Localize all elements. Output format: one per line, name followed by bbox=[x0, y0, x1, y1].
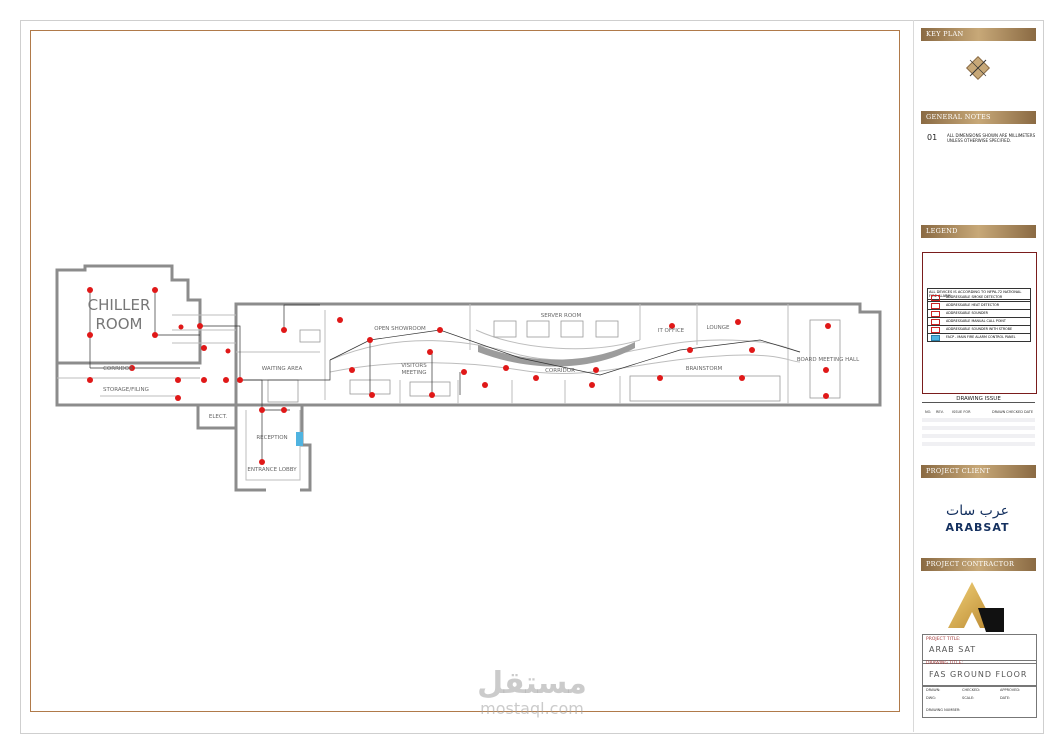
meta-drawing-number: DRAWING NUMBER: bbox=[926, 708, 961, 712]
note-number: 01 bbox=[927, 133, 938, 142]
strobe-icon bbox=[931, 327, 940, 333]
furniture bbox=[267, 319, 841, 403]
room-label-brainstorm: BRAINSTORM bbox=[686, 366, 723, 372]
meta-drawn: DRAWN: bbox=[926, 688, 941, 692]
drawing-title-box bbox=[922, 660, 1037, 686]
room-label-server: SERVER ROOM bbox=[541, 313, 582, 319]
drawing-frame bbox=[30, 30, 900, 712]
project-title-label: PROJECT TITLE: bbox=[926, 637, 961, 642]
note-text: ALL DIMENSIONS SHOWN ARE MILLIMETERS UNL… bbox=[947, 133, 1036, 143]
section-legend: LEGEND bbox=[921, 225, 1036, 238]
server-room-hatch bbox=[478, 342, 635, 367]
interior-lines bbox=[57, 304, 801, 481]
project-title-box bbox=[922, 634, 1037, 664]
watermark: مستقل mostaql.com bbox=[452, 668, 612, 718]
drawing-title-label: DRAWING TITLE: bbox=[926, 661, 963, 666]
legend-row: FACP - MAIN FIRE ALARM CONTROL PANEL bbox=[927, 334, 1031, 342]
room-label-chiller-1: CHILLER bbox=[88, 296, 151, 314]
heat-detector-icon bbox=[931, 303, 940, 309]
section-project-contractor: PROJECT CONTRACTOR bbox=[921, 558, 1036, 571]
meta-scale: SCALE: bbox=[962, 696, 975, 700]
meta-dwg: DWG: bbox=[926, 696, 937, 700]
legend-row: ADDRESSABLE SOUNDER WITH STROBE bbox=[927, 326, 1031, 334]
room-label-corridor-mid: CORRIDOR bbox=[545, 368, 575, 374]
legend-row: ADDRESSABLE HEAT DETECTOR bbox=[927, 302, 1031, 310]
room-label-corridor-left: CORRIDOR bbox=[103, 366, 133, 372]
key-plan-icon bbox=[965, 55, 991, 81]
room-label-lounge: LOUNGE bbox=[706, 325, 730, 331]
meta-approved: APPROVED: bbox=[1000, 688, 1021, 692]
sheet-border bbox=[20, 20, 1044, 734]
drawing-title: FAS GROUND FLOOR bbox=[929, 670, 1028, 679]
issue-table-rows bbox=[922, 418, 1035, 450]
room-label-it-office: IT OFFICE bbox=[658, 328, 685, 334]
room-label-elect: ELECT. bbox=[209, 414, 228, 420]
control-panel-icon bbox=[931, 335, 940, 341]
smoke-detector-icon bbox=[931, 295, 940, 301]
title-block: KEY PLAN GENERAL NOTES 01 ALL DIMENSIONS… bbox=[913, 20, 1043, 732]
meta-date: DATE: bbox=[1000, 696, 1011, 700]
watermark-ar: مستقل bbox=[477, 666, 587, 701]
room-label-visitors-2: MEETING bbox=[401, 370, 426, 376]
detectors bbox=[87, 287, 831, 465]
legend-box: ALL DEVICES IS ACCORDING TO NFPA-72 NATI… bbox=[922, 252, 1037, 394]
client-name-ar: عرب سات bbox=[946, 503, 1009, 519]
call-point-icon bbox=[931, 319, 940, 325]
room-label-visitors-1: VISITORS bbox=[401, 363, 427, 369]
room-label-entrance: ENTRANCE LOBBY bbox=[247, 467, 297, 473]
room-label-chiller-2: ROOM bbox=[96, 315, 143, 333]
sounder-icon bbox=[931, 311, 940, 317]
meta-checked: CHECKED: bbox=[962, 688, 981, 692]
section-drawing-issue: DRAWING ISSUE bbox=[922, 396, 1035, 403]
contractor-logo-icon bbox=[948, 582, 1004, 632]
section-general-notes: GENERAL NOTES bbox=[921, 111, 1036, 124]
room-label-waiting: WAITING AREA bbox=[262, 366, 303, 372]
legend-row: ADDRESSABLE SMOKE DETECTOR bbox=[927, 294, 1031, 302]
drawing-meta-box bbox=[922, 686, 1037, 718]
walls bbox=[55, 264, 882, 492]
room-label-board: BOARD MEETING HALL bbox=[797, 357, 860, 363]
facp-panel bbox=[296, 432, 303, 446]
section-key-plan: KEY PLAN bbox=[921, 28, 1036, 41]
project-title: ARAB SAT bbox=[929, 645, 977, 654]
watermark-en: mostaql.com bbox=[480, 699, 584, 718]
legend-row: ADDRESSABLE SOUNDER bbox=[927, 310, 1031, 318]
room-label-open-showroom: OPEN SHOWROOM bbox=[374, 326, 426, 332]
client-name-en: ARABSAT bbox=[945, 521, 1010, 534]
section-project-client: PROJECT CLIENT bbox=[921, 465, 1036, 478]
legend-row: ADDRESSABLE MANUAL CALL POINT bbox=[927, 318, 1031, 326]
room-label-storage: STORAGE/FILING bbox=[103, 387, 149, 393]
room-label-reception: RECEPTION bbox=[256, 435, 287, 441]
client-logo: عرب سات ARABSAT bbox=[931, 500, 1024, 540]
